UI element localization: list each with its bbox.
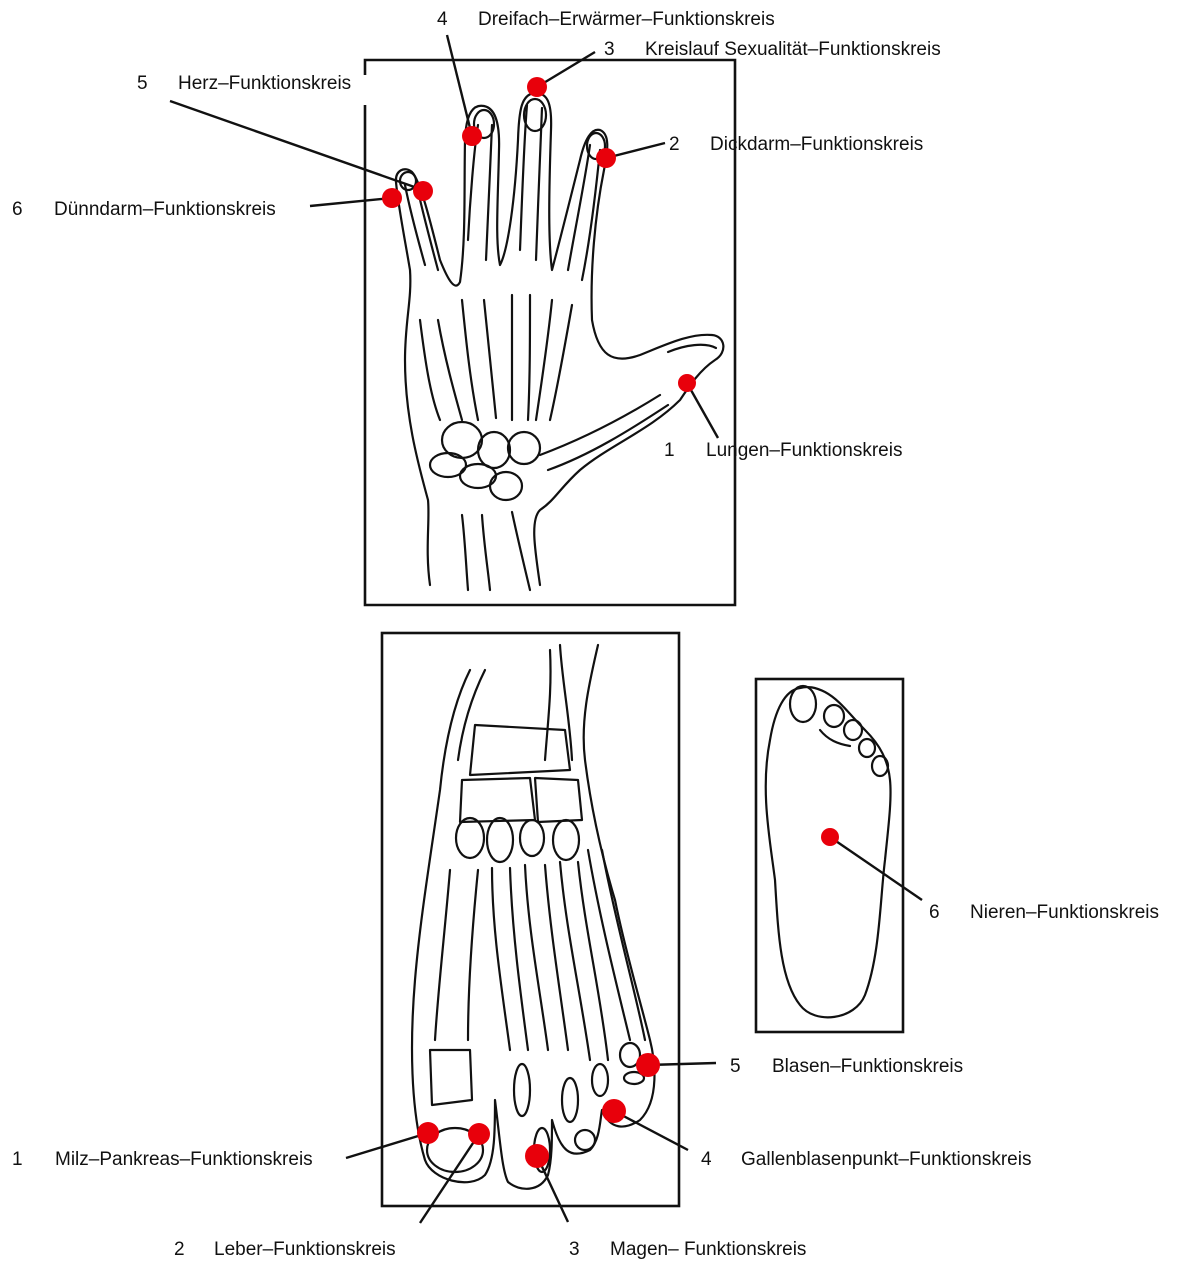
label-f3-num: 3: [569, 1239, 580, 1260]
sole-labels: 6 Nieren–Funktionskreis: [929, 902, 1159, 923]
label-h5-text: Herz–Funktionskreis: [178, 73, 351, 94]
label-f1-text: Milz–Pankreas–Funktionskreis: [55, 1149, 313, 1170]
point-s6: [821, 828, 839, 846]
label-f4-num: 4: [701, 1149, 712, 1170]
label-h4-num: 4: [437, 9, 448, 30]
label-s6-text: Nieren–Funktionskreis: [970, 902, 1159, 923]
leader-f4: [614, 1111, 688, 1150]
leader-h1: [687, 383, 718, 438]
sole-panel: [756, 679, 903, 1032]
point-f1: [417, 1122, 439, 1144]
hand-drawing: [396, 93, 723, 590]
hand-labels: 1 Lungen–Funktionskreis 2 Dickdarm–Funkt…: [12, 9, 941, 461]
point-h1: [678, 374, 696, 392]
leader-h4: [447, 35, 472, 136]
leader-h5: [170, 101, 423, 190]
point-h6: [382, 188, 402, 208]
label-h2-num: 2: [669, 134, 680, 155]
label-h6-num: 6: [12, 199, 23, 220]
point-h5: [413, 181, 433, 201]
label-f2-text: Leber–Funktionskreis: [214, 1239, 396, 1260]
label-h3-num: 3: [604, 39, 615, 60]
sole-frame: [756, 679, 903, 1032]
leader-f2: [420, 1134, 479, 1223]
sole-drawing: [766, 686, 891, 1017]
label-f3-text: Magen– Funktionskreis: [610, 1239, 806, 1260]
label-h1-text: Lungen–Funktionskreis: [706, 440, 902, 461]
label-h1-num: 1: [664, 440, 675, 461]
label-h4-text: Dreifach–Erwärmer–Funktionskreis: [478, 9, 775, 30]
acupuncture-points: [382, 77, 839, 1168]
point-f4: [602, 1099, 626, 1123]
label-f1-num: 1: [12, 1149, 23, 1170]
point-h4: [462, 126, 482, 146]
leader-h3: [537, 52, 595, 87]
label-f5-num: 5: [730, 1056, 741, 1077]
label-h2-text: Dickdarm–Funktionskreis: [710, 134, 923, 155]
point-h3: [527, 77, 547, 97]
label-f2-num: 2: [174, 1239, 185, 1260]
foot-panel: [382, 633, 679, 1206]
leader-f1: [346, 1133, 428, 1158]
label-s6-num: 6: [929, 902, 940, 923]
point-f3: [525, 1144, 549, 1168]
point-h2: [596, 148, 616, 168]
label-h6-text: Dünndarm–Funktionskreis: [54, 199, 276, 220]
leader-lines: [170, 35, 922, 1223]
point-f2: [468, 1123, 490, 1145]
label-h3-text: Kreislauf Sexualität–Funktionskreis: [645, 39, 941, 60]
label-h5-num: 5: [137, 73, 148, 94]
foot-labels: 1 Milz–Pankreas–Funktionskreis 2 Leber–F…: [12, 1056, 1031, 1260]
label-f4-text: Gallenblasenpunkt–Funktionskreis: [741, 1149, 1031, 1170]
leader-h6: [310, 198, 392, 206]
leader-s6: [830, 837, 922, 900]
point-f5: [636, 1053, 660, 1077]
label-f5-text: Blasen–Funktionskreis: [772, 1056, 963, 1077]
